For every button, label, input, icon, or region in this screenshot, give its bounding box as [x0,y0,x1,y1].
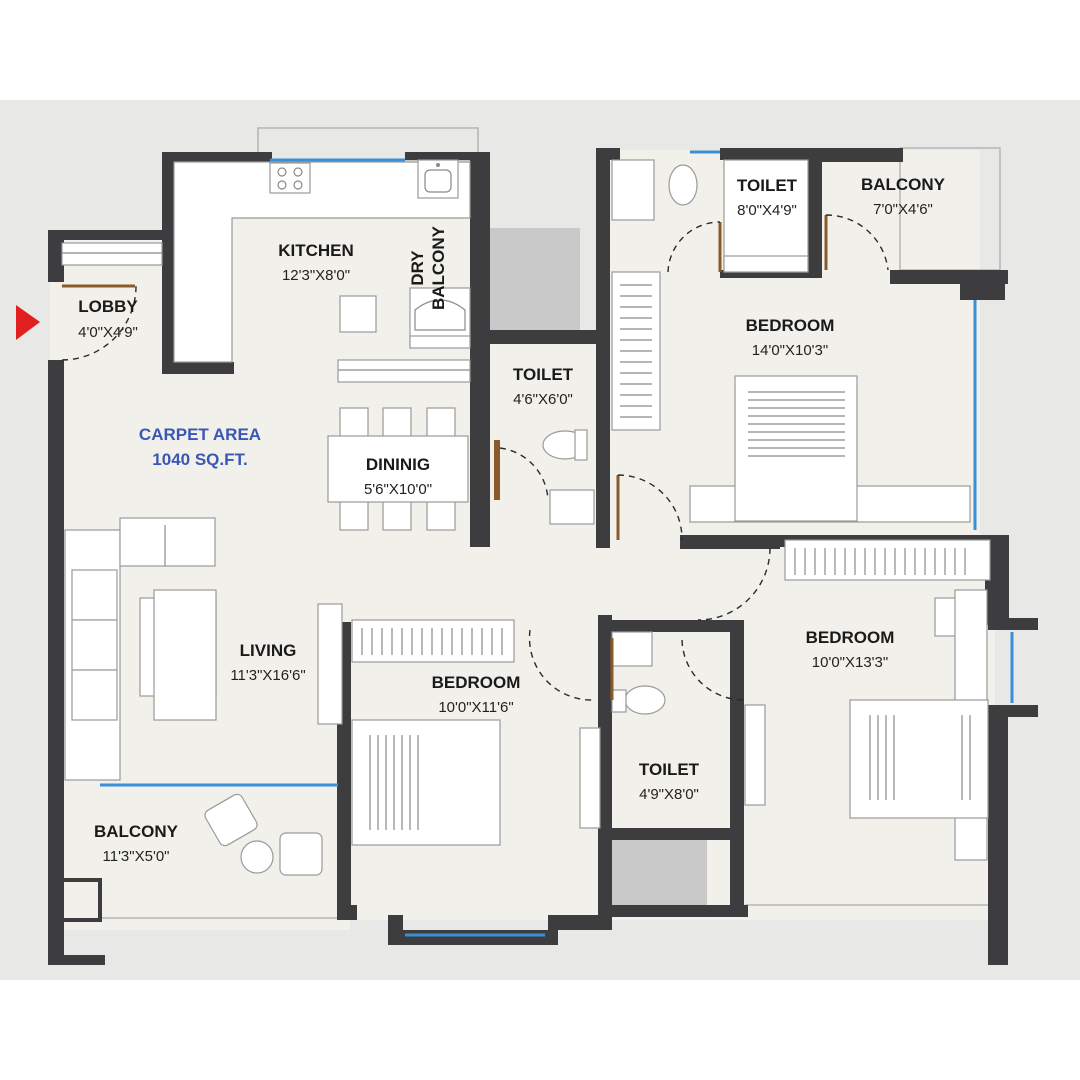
balcony-top-dims: 7'0"X4'6" [873,201,933,218]
dining-counter [337,359,471,383]
bottom-toilet-fixtures [611,631,666,715]
sink-icon [417,159,459,199]
dry-balcony-fixture [409,287,471,349]
lobby-dims: 4'0"X4'9" [78,324,138,341]
toilet-bottom-name: TOILET [639,760,700,779]
bedroom-middle-name: BEDROOM [432,673,521,692]
stove-icon [269,162,311,194]
living-dims: 11'3"X16'6" [230,667,305,684]
bed-icon [689,375,971,523]
entry-arrow-icon [16,305,40,340]
bedroom-top-name: BEDROOM [746,316,835,335]
lobby-door [61,242,163,361]
sofa-icon [64,517,343,781]
wc-icon [611,159,809,273]
bedroom-right-dims: 10'0"X13'3" [812,654,888,671]
carpet-area-value: 1040 SQ.FT. [152,450,247,469]
balcony-chairs [204,793,323,876]
middle-bedroom-furniture [351,619,601,846]
door-swings [499,214,889,701]
right-bedroom-furniture [744,539,991,861]
toilet-bottom-dims: 4'9"X8'0" [639,786,699,803]
common-toilet-dims: 4'6"X6'0" [513,391,573,408]
common-toilet-name: TOILET [513,365,574,384]
kitchen-counter [173,159,471,363]
carpet-area-label: CARPET AREA [139,425,261,444]
bedroom-top-dims: 14'0"X10'3" [752,342,828,359]
living-name: LIVING [240,641,297,660]
dry-balcony-name-line1: DRY [408,250,427,286]
toilet-top-dims: 8'0"X4'9" [737,202,797,219]
wardrobe-icon [611,271,661,431]
walls [48,148,1038,965]
dry-balcony-name-line2: BALCONY [429,225,448,310]
common-toilet-fixtures [494,429,595,525]
lobby-name: LOBBY [78,297,138,316]
shafts [490,228,707,910]
washing-machine [339,295,377,333]
bedroom-middle-dims: 10'0"X11'6" [438,699,513,716]
balcony-living-dims: 11'3"X5'0" [103,848,170,865]
balcony-top-name: BALCONY [861,175,946,194]
bedroom-right-name: BEDROOM [806,628,895,647]
balcony-living-name: BALCONY [94,822,179,841]
dining-table-icon [327,407,469,531]
kitchen-dims: 12'3"X8'0" [282,267,350,284]
kitchen-name: KITCHEN [278,241,354,260]
room-labels: KITCHEN 12'3"X8'0" DRY BALCONY LOBBY 4'0… [78,175,946,865]
toilet-top-name: TOILET [737,176,798,195]
dining-name: DININIG [366,455,430,474]
dining-dims: 5'6"X10'0" [364,481,432,498]
windows [100,150,1014,937]
